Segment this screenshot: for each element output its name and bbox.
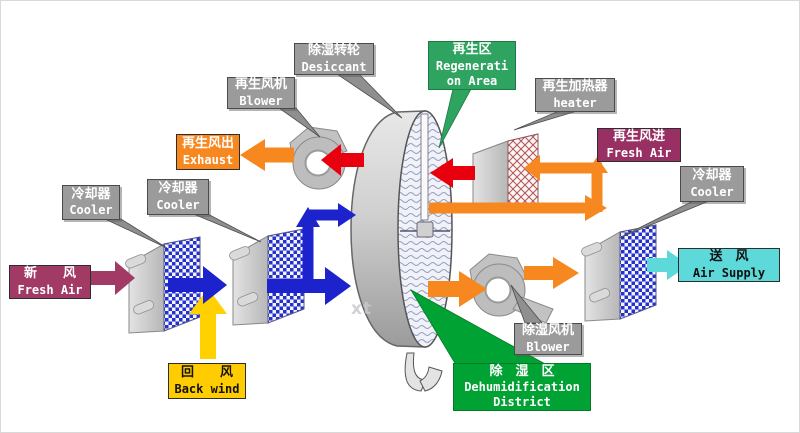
regen-fresh-air-label-zh: 再生风进 [612, 129, 665, 145]
regen-heater-unit [472, 133, 539, 209]
process-air-top-arrow [307, 203, 356, 227]
regen-intake-path [429, 155, 608, 221]
wheel-hub [416, 221, 434, 238]
regen-blower-label-zh: 再生风机 [234, 77, 287, 93]
dehumid-area-label-en1: Dehumidification [464, 380, 580, 395]
dry-air-arrow [428, 271, 487, 307]
regen-blower-leader [277, 107, 321, 138]
regen-blower-label-en: Blower [239, 93, 283, 108]
back-wind-arrow [189, 288, 227, 359]
fresh-air-arrow [87, 261, 135, 295]
heater-label-zh: 再生加热器 [542, 79, 608, 95]
fresh-air-label-en: Fresh Air [17, 282, 83, 297]
desiccant-label-zh: 除湿转轮 [307, 43, 360, 59]
cooler-mid-label-zh: 冷却器 [158, 181, 198, 197]
wheel-sector-divider [420, 113, 429, 221]
exhaust-arrow [240, 139, 294, 171]
rotation-arrow [404, 352, 443, 392]
heater-label-en: heater [553, 95, 597, 110]
cooler-unit-right [579, 224, 657, 322]
cooler-mid-label: 冷却器 Cooler [147, 179, 209, 215]
regen-out-red-arrow [321, 144, 364, 176]
back-wind-label: 回 风 Back wind [168, 363, 246, 399]
back-wind-label-en: Back wind [174, 381, 240, 396]
desiccant-label: 除湿转轮 Desiccant [294, 43, 374, 75]
fresh-air-label: 新 风 Fresh Air [9, 265, 91, 299]
desiccant-label-en: Desiccant [301, 59, 367, 74]
watermark: xt [351, 299, 373, 319]
regen-area-label: 再生区 Regenerati on Area [428, 41, 516, 90]
regen-area-leader [438, 88, 472, 149]
dehumid-blower-label-zh: 除湿风机 [521, 323, 574, 339]
cooler-unit-mid [227, 228, 305, 326]
heater-leader [513, 110, 578, 131]
cooler-left-label: 冷却器 Cooler [62, 185, 120, 220]
cooler-left-label-zh: 冷却器 [71, 186, 111, 202]
dehumid-area-label-en2: District [493, 395, 551, 410]
air-supply-label-en: Air Supply [692, 265, 766, 280]
cooler-right-label-en: Cooler [690, 184, 734, 199]
air-supply-label-zh: 送 风 [709, 249, 749, 265]
air-supply-label: 送 风 Air Supply [678, 248, 780, 282]
cooler-mid-label-en: Cooler [156, 197, 200, 212]
desiccant-leader [335, 73, 403, 119]
back-wind-label-zh: 回 风 [180, 365, 233, 381]
regen-fresh-air-label: 再生风进 Fresh Air [597, 128, 681, 162]
process-air-up-arrow [296, 207, 320, 291]
cooler-right-label: 冷却器 Cooler [680, 166, 744, 202]
regen-area-label-en1: Regenerati [435, 58, 509, 73]
dehumid-area-label-zh: 除 湿 区 [489, 363, 555, 379]
cooler-right-leader [618, 200, 710, 239]
blower-to-cooler-arrow [524, 257, 579, 289]
cooler-left-leader [104, 218, 168, 249]
regen-hot-air-arrow [430, 158, 475, 188]
exhaust-label-en: Exhaust [182, 152, 234, 167]
heater-label: 再生加热器 heater [535, 78, 615, 112]
supply-air-arrow [647, 250, 689, 280]
cooler-right-label-zh: 冷却器 [692, 168, 732, 184]
regen-fresh-air-label-en: Fresh Air [606, 145, 672, 160]
regen-area-label-en2: on Area [446, 73, 498, 88]
regen-blower-label: 再生风机 Blower [227, 77, 295, 109]
dehumid-area-label: 除 湿 区 Dehumidification District [453, 363, 591, 411]
exhaust-label: 再生风出 Exhaust [176, 134, 240, 170]
dehumid-blower-label-en: Blower [526, 339, 570, 354]
cooler-to-cooler-arrow [168, 266, 227, 304]
fresh-air-label-zh: 新 风 [23, 266, 76, 282]
dehumid-blower-label: 除湿风机 Blower [514, 323, 582, 355]
cooler-left-label-en: Cooler [69, 203, 113, 218]
cooler-mid-leader [190, 212, 262, 243]
exhaust-label-zh: 再生风出 [181, 136, 234, 152]
regen-area-label-zh: 再生区 [452, 42, 492, 58]
